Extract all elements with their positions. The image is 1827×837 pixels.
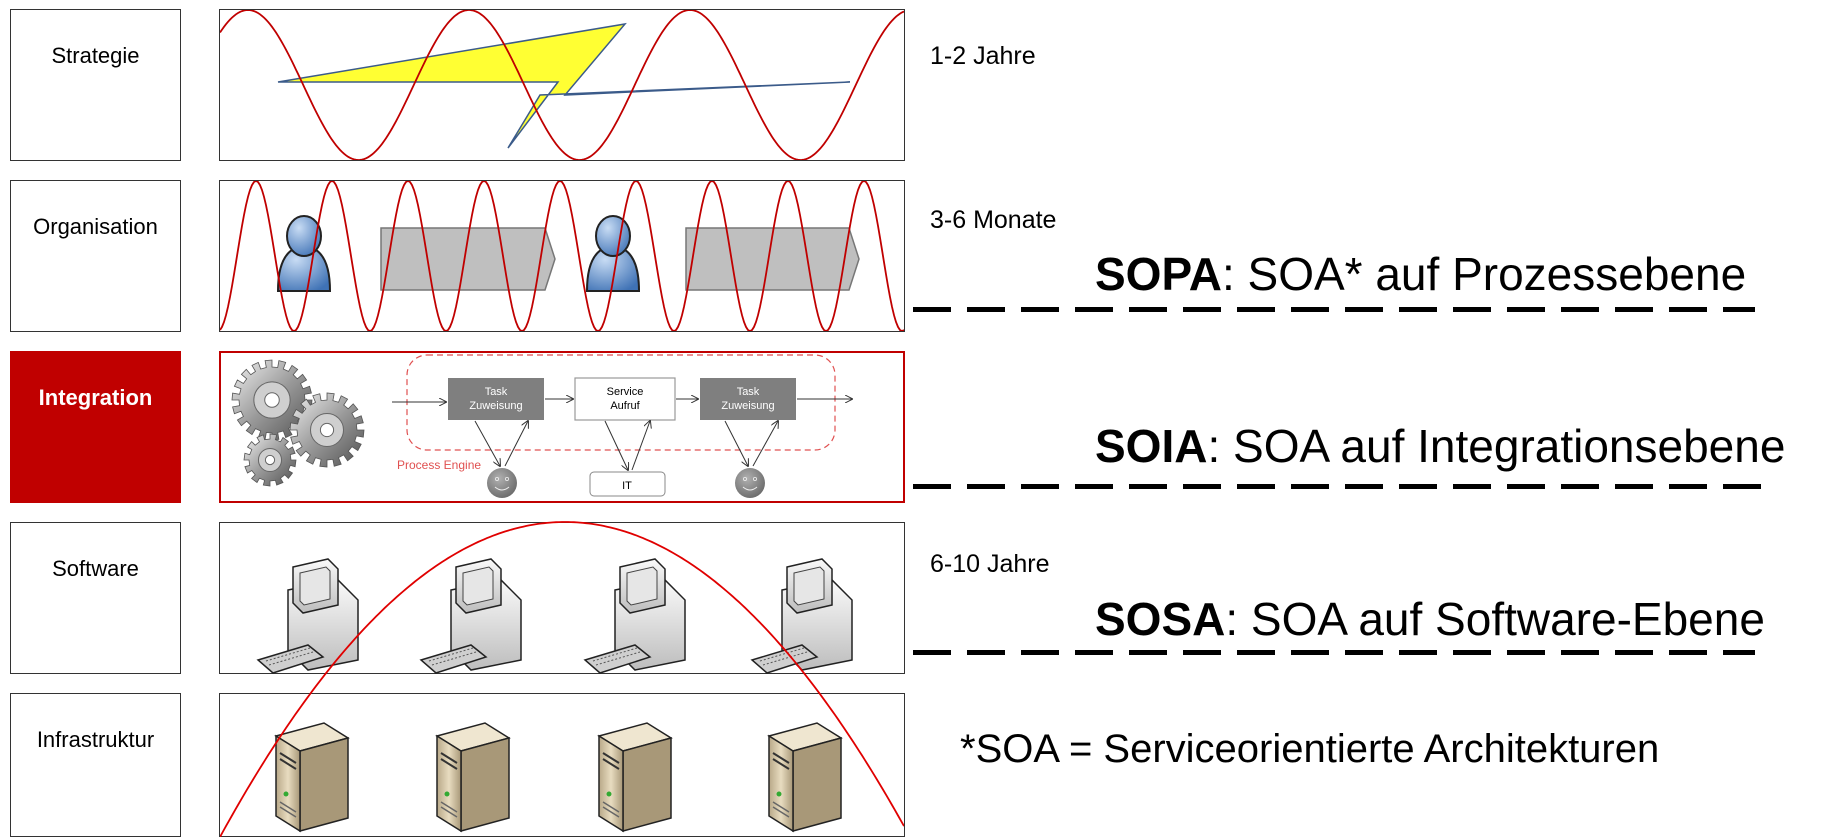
servers-group	[274, 722, 843, 833]
soa-level-soia-abbr: SOIA	[1095, 420, 1208, 472]
computers-group	[256, 558, 853, 674]
soa-level-soia-text: : SOA auf Integrationsebene	[1207, 420, 1786, 472]
dashed-divider-soia	[913, 484, 1768, 489]
it-box	[589, 471, 666, 497]
server-icon	[597, 722, 673, 833]
timeframe-software: 6-10 Jahre	[930, 550, 1050, 578]
soa-level-sopa: SOPA: SOA* auf Prozessebene	[1095, 247, 1746, 301]
layer-label-infrastruktur-text: Infrastruktur	[36, 727, 155, 752]
dashed-divider-sosa	[913, 650, 1755, 655]
lightning-bolt-icon	[277, 22, 851, 149]
computer-icon	[750, 558, 853, 674]
process-engine-label: Process Engine	[397, 458, 481, 472]
soa-level-soia: SOIA: SOA auf Integrationsebene	[1095, 419, 1785, 473]
dashed-divider-sopa	[913, 307, 1755, 312]
task-box-2-line1: Task	[737, 386, 760, 398]
soa-level-sopa-abbr: SOPA	[1095, 248, 1222, 300]
timeframe-strategie: 1-2 Jahre	[930, 42, 1036, 70]
server-icon	[274, 722, 350, 833]
layer-label-integration: Integration	[10, 351, 181, 503]
task-box-2-line2: Zuweisung	[721, 400, 774, 412]
task-box-1	[448, 378, 544, 420]
layer-label-organisation-text: Organisation	[33, 214, 158, 239]
smiley-icon-2	[735, 468, 765, 498]
task-box-2	[700, 378, 796, 420]
service-box-line2: Aufruf	[610, 400, 640, 412]
layer-label-integration-text: Integration	[38, 385, 153, 410]
gears-icon	[231, 359, 365, 487]
layer-label-software: Software	[10, 522, 181, 674]
smiley-icon-1	[487, 468, 517, 498]
wave-software	[220, 521, 904, 837]
service-box	[574, 377, 676, 421]
footnote: *SOA = Serviceorientierte Architekturen	[960, 727, 1660, 771]
process-engine-diagram: Process Engine Task Zuweisung Service Au…	[392, 354, 852, 498]
timeframe-organisation: 3-6 Monate	[930, 206, 1057, 234]
task-box-1-line2: Zuweisung	[469, 400, 522, 412]
layer-label-organisation: Organisation	[10, 180, 181, 332]
soa-level-sosa-text: : SOA auf Software-Ebene	[1225, 593, 1765, 645]
person-icon-1	[276, 215, 332, 292]
layer-label-strategie-text: Strategie	[51, 43, 140, 68]
soa-level-sopa-text: : SOA* auf Prozessebene	[1221, 248, 1747, 300]
wave-organisation	[220, 181, 904, 331]
layer-label-infrastruktur: Infrastruktur	[10, 693, 181, 837]
layer-label-software-text: Software	[52, 556, 139, 581]
wave-strategie	[220, 10, 904, 160]
server-icon	[767, 722, 843, 833]
task-box-1-line1: Task	[485, 386, 508, 398]
server-icon	[435, 722, 511, 833]
soa-level-sosa: SOSA: SOA auf Software-Ebene	[1095, 592, 1765, 646]
service-box-line1: Service	[607, 386, 644, 398]
computer-icon	[419, 558, 522, 674]
computer-icon	[256, 558, 359, 674]
it-box-label: IT	[622, 480, 632, 492]
soa-level-sosa-abbr: SOSA	[1095, 593, 1226, 645]
computer-icon	[583, 558, 686, 674]
layer-label-strategie: Strategie	[10, 9, 181, 161]
